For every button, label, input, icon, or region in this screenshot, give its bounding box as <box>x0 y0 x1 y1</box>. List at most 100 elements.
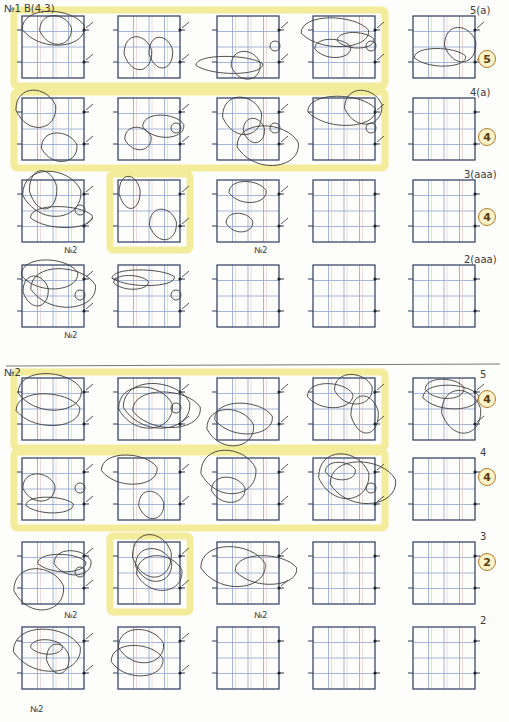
loop-curve <box>47 644 70 673</box>
loop-curve <box>229 182 266 203</box>
loop-curve <box>330 462 396 504</box>
tick <box>113 112 118 113</box>
grid-line <box>266 627 267 689</box>
grid-line <box>118 424 180 425</box>
grid-line <box>22 144 84 145</box>
dot <box>277 224 280 227</box>
grid-line <box>71 16 72 78</box>
circled-number: 4 <box>478 128 496 146</box>
highlight-band <box>14 452 385 528</box>
handwritten-label: 2 <box>480 616 486 626</box>
grid-line <box>313 62 375 63</box>
handwritten-label: 4(a) <box>470 88 490 98</box>
dot <box>277 671 280 674</box>
grid-line <box>56 627 57 689</box>
dot <box>178 192 181 195</box>
grid-figure <box>17 171 93 242</box>
grid-figure <box>308 90 384 160</box>
tick <box>408 673 413 674</box>
check-mark <box>86 54 93 60</box>
grid-line <box>22 129 84 130</box>
check-mark <box>182 186 189 192</box>
highlight-band <box>14 10 385 86</box>
grid-border <box>413 265 475 327</box>
dot <box>373 671 376 674</box>
loop-curve <box>38 554 86 571</box>
loop-curve <box>119 176 140 208</box>
grid-border <box>22 180 84 242</box>
check-mark <box>86 416 93 422</box>
dot <box>82 192 85 195</box>
loop-curve <box>243 118 264 142</box>
loop-curve <box>196 56 263 73</box>
loop-curve <box>14 569 64 610</box>
grid-line <box>22 673 84 674</box>
grid-line <box>152 16 153 78</box>
check-mark <box>86 384 93 390</box>
loop-curve <box>215 403 273 434</box>
grid-line <box>251 98 252 160</box>
grid-line <box>68 542 69 604</box>
loop-curve <box>334 374 372 404</box>
dot <box>473 502 476 505</box>
tick <box>113 472 118 473</box>
grid-line <box>167 265 168 327</box>
dot <box>277 110 280 113</box>
tick <box>113 641 118 642</box>
dot <box>473 639 476 642</box>
grid-line <box>217 504 279 505</box>
grid-line <box>347 458 348 520</box>
loop-curve <box>75 290 85 300</box>
grid-line <box>313 504 375 505</box>
grid-border <box>118 458 180 520</box>
grid-line <box>459 458 460 520</box>
tick <box>17 556 22 557</box>
grid-border <box>413 180 475 242</box>
tick <box>408 226 413 227</box>
note-label: №2 <box>64 612 77 620</box>
loop-curve <box>337 32 374 48</box>
grid-figure <box>212 180 288 242</box>
grid-line <box>22 424 84 425</box>
check-mark <box>182 303 189 309</box>
highlight-band <box>110 536 190 612</box>
loop-curve <box>366 483 376 493</box>
grid-figure <box>408 98 480 160</box>
grid-line <box>313 573 375 574</box>
grid-line <box>152 378 153 440</box>
loop-curve <box>41 133 77 162</box>
check-mark <box>86 496 93 502</box>
loop-curve <box>171 123 181 133</box>
grid-figure <box>408 458 480 520</box>
loop-curve <box>171 290 181 300</box>
grid-figure <box>308 454 396 520</box>
tick <box>17 311 22 312</box>
grid-line <box>459 180 460 242</box>
grid-figure <box>408 265 480 327</box>
tick <box>308 311 313 312</box>
grid-figure <box>408 16 484 78</box>
circled-number: 4 <box>478 468 496 486</box>
dot <box>178 28 181 31</box>
dot <box>178 639 181 642</box>
loop-curve <box>75 567 85 577</box>
grid-line <box>263 180 264 242</box>
grid-line <box>413 658 475 659</box>
grid-line <box>152 627 153 689</box>
handwritten-label: №2 <box>4 368 21 378</box>
dot <box>373 390 376 393</box>
grid-border <box>413 16 475 78</box>
dot <box>82 110 85 113</box>
grid-line <box>164 378 165 440</box>
loop-curve <box>207 410 254 446</box>
check-mark <box>281 384 288 390</box>
tick <box>212 279 217 280</box>
grid-line <box>413 424 475 425</box>
dot <box>82 277 85 280</box>
dot <box>277 309 280 312</box>
loop-curve <box>124 37 152 70</box>
grid-line <box>71 542 72 604</box>
grid-figure <box>16 90 93 161</box>
number-text: 4 <box>483 394 491 405</box>
grid-line <box>217 211 279 212</box>
